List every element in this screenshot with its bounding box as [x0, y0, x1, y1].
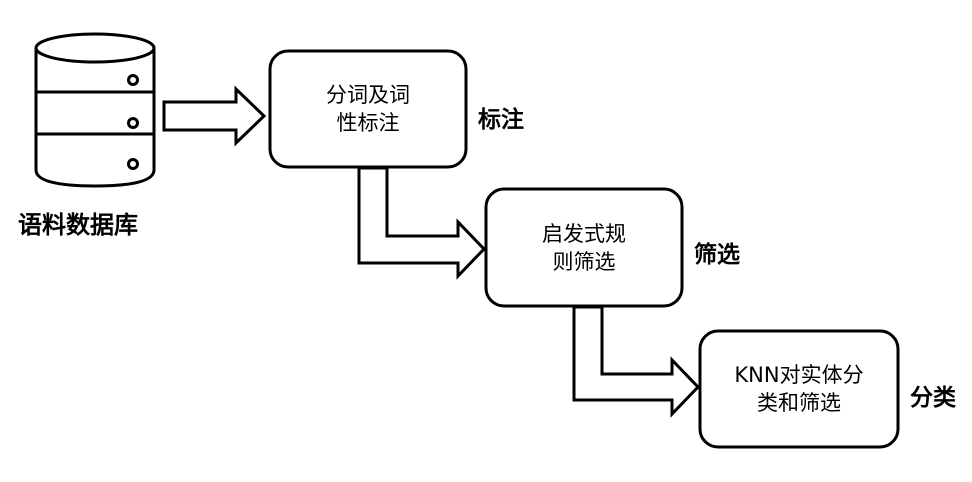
step2-tag: 筛选 — [694, 242, 740, 268]
step1-line2: 性标注 — [336, 111, 400, 135]
step3-tag: 分类 — [910, 385, 956, 411]
arrow-db-to-step1 — [162, 85, 267, 147]
step2-box — [484, 187, 684, 308]
database-label: 语料数据库 — [18, 211, 138, 239]
arrow-step1-to-step2 — [357, 166, 487, 280]
step2-text: 启发式规 则筛选 — [486, 189, 682, 306]
step1-line1: 分词及词 — [326, 83, 410, 107]
step3-text: KNN对实体分 类和筛选 — [700, 331, 898, 447]
step3-box — [698, 329, 900, 449]
step1-box — [268, 49, 468, 169]
step2-line1: 启发式规 — [542, 221, 626, 246]
step1-text: 分词及词 性标注 — [270, 51, 466, 167]
arrow-step2-to-step3 — [572, 305, 701, 418]
step1-tag: 标注 — [478, 107, 524, 133]
step2-line2: 则筛选 — [552, 249, 616, 274]
step3-line1: KNN对实体分 — [734, 363, 864, 387]
database-icon — [34, 32, 156, 188]
step3-line2: 类和筛选 — [757, 391, 841, 415]
